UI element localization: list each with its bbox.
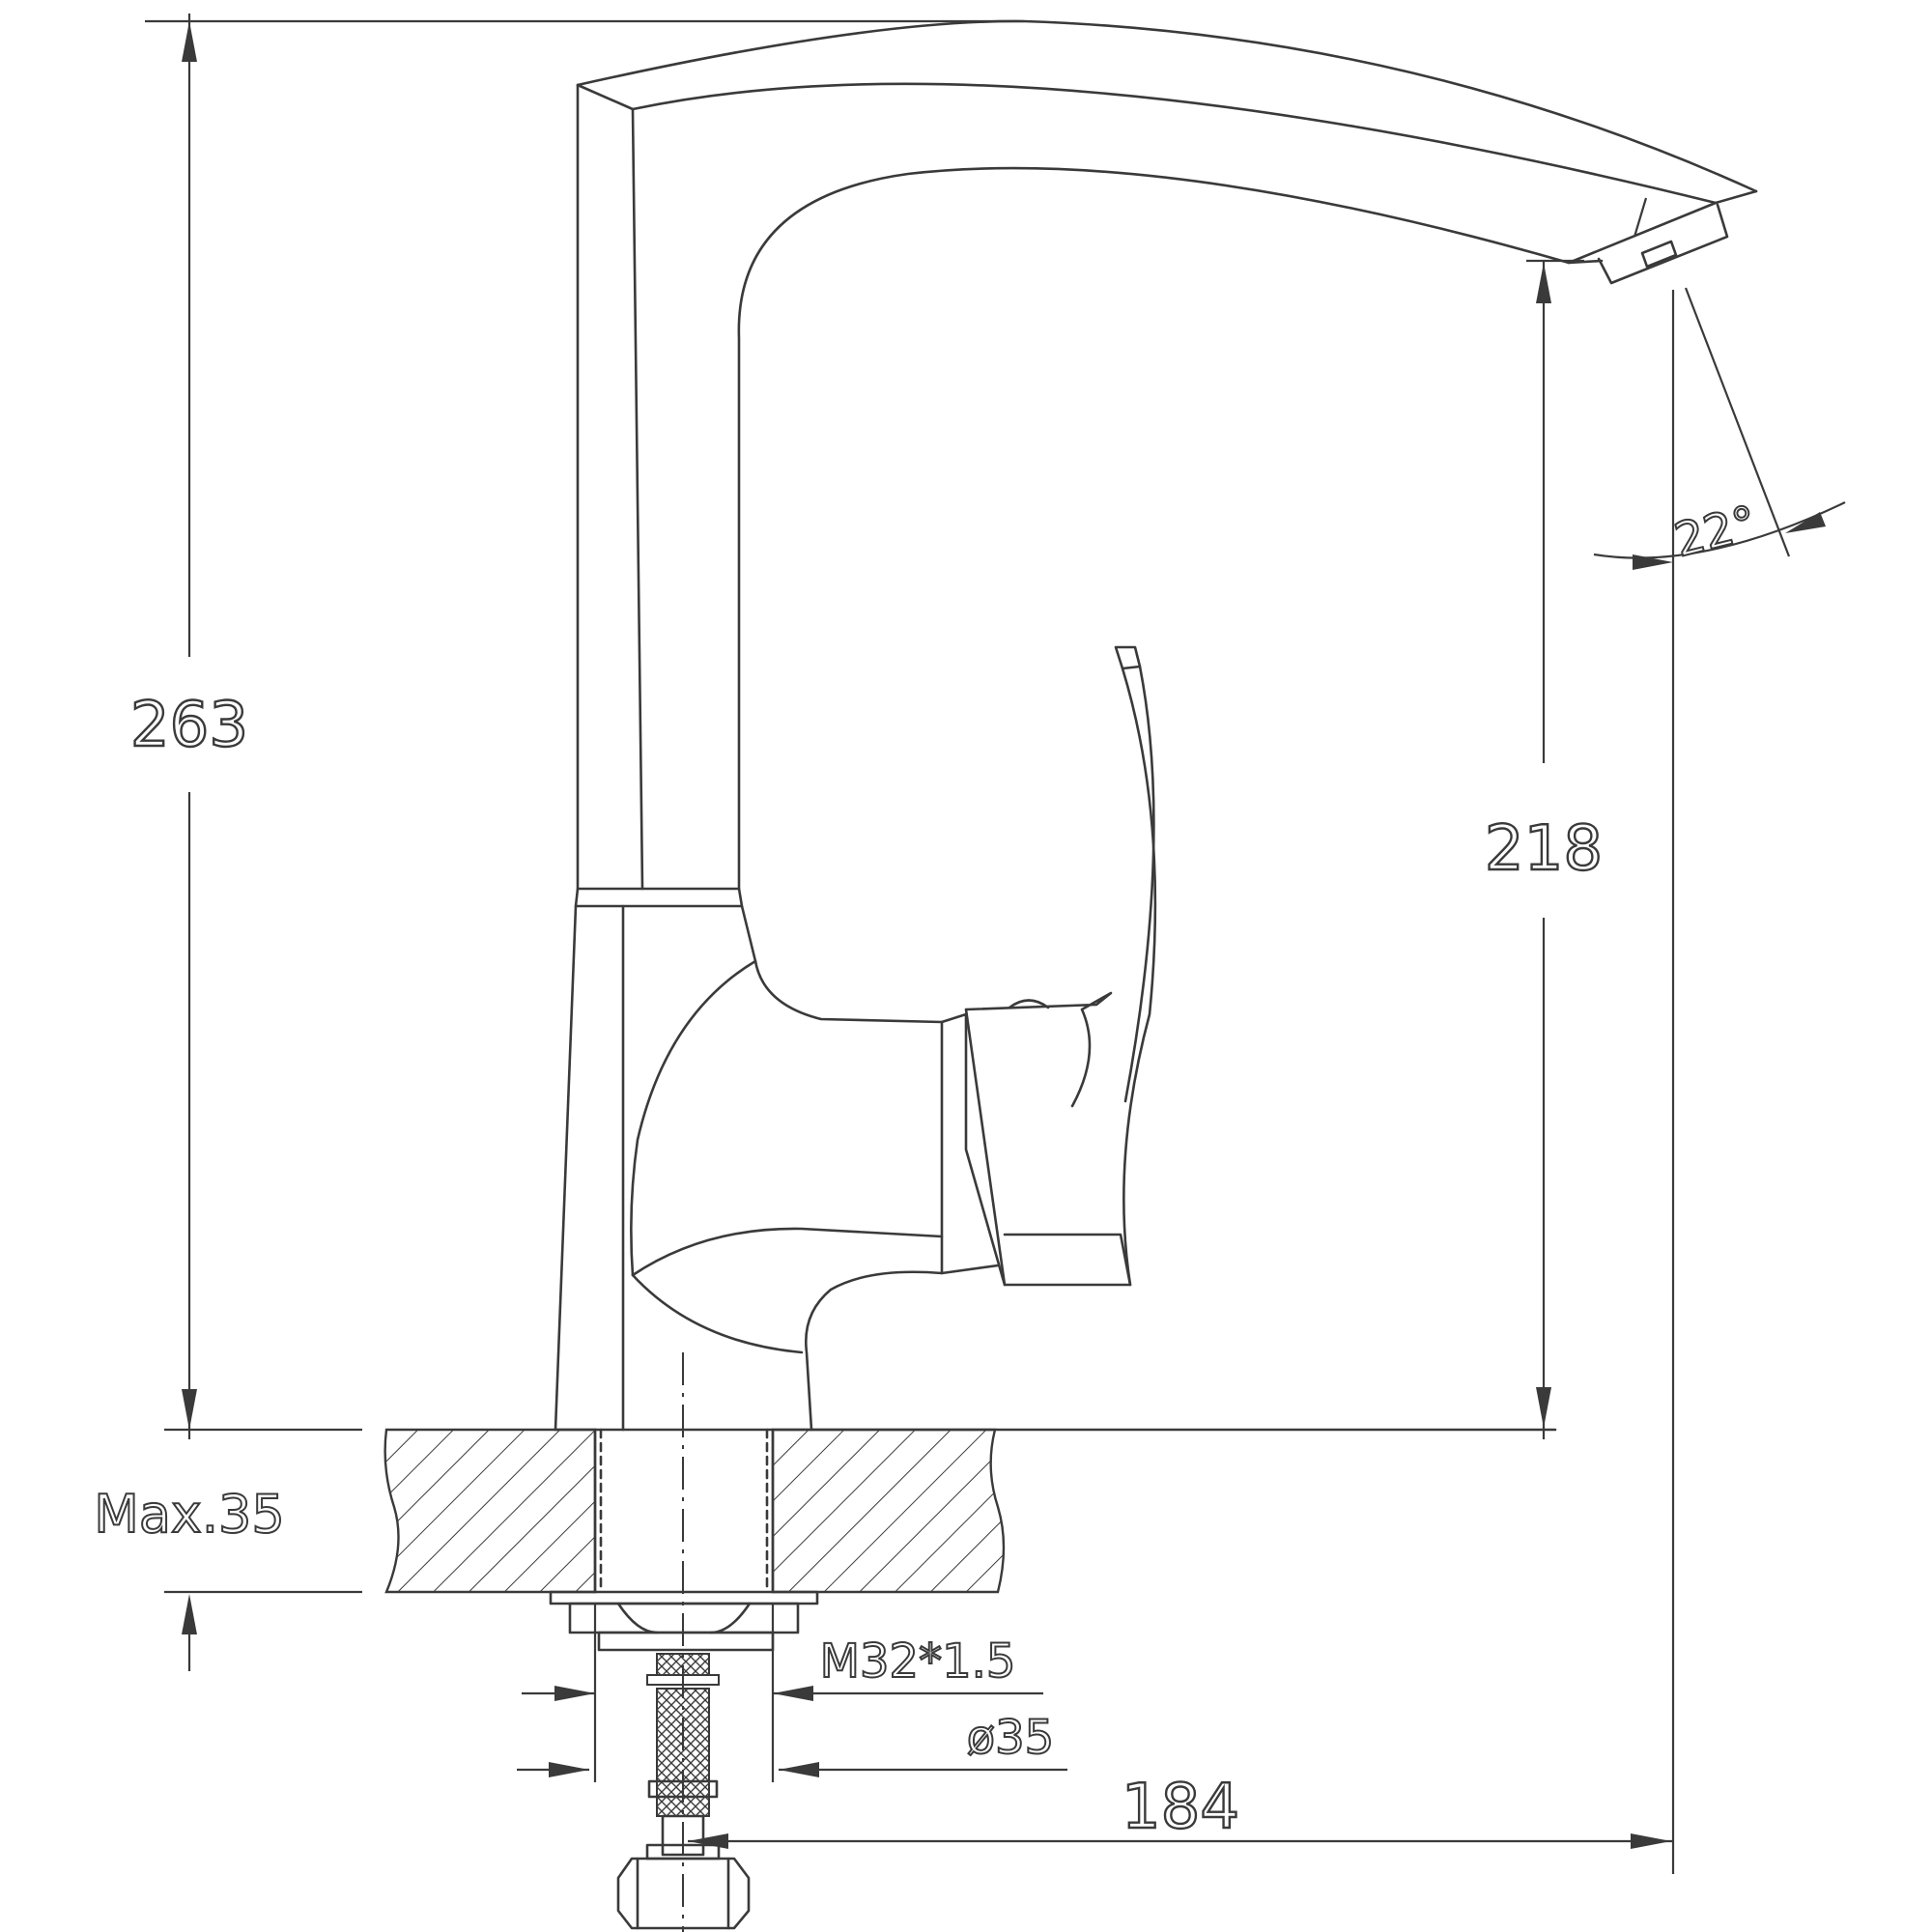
countertop-section	[384, 1428, 1006, 1594]
dimension-spout-angle: 22°	[1593, 197, 1846, 570]
dim-label-max-thickness: Max.35	[94, 1484, 285, 1545]
dim-label-spout-height: 218	[1485, 813, 1603, 885]
dimension-spout-reach: 184	[688, 290, 1675, 1874]
faucet-lever-handle	[964, 645, 1157, 1287]
dimension-max-thickness: Max.35	[93, 1483, 362, 1671]
dim-label-overall-height: 263	[130, 690, 248, 761]
mounting-nut	[549, 1590, 819, 1652]
dim-label-spout-reach: 184	[1122, 1772, 1239, 1843]
faucet-spout	[574, 19, 1758, 908]
dim-label-spout-angle: 22°	[1669, 496, 1762, 568]
dimension-spout-height: 218	[1484, 259, 1604, 1439]
dim-label-hole-diameter: ø35	[967, 1711, 1054, 1765]
faucet-mixer-body	[554, 904, 1007, 1432]
dimension-overall-height: 263	[129, 14, 1024, 1439]
dimension-hole-diameter: ø35	[517, 1710, 1067, 1777]
dimension-thread: M32*1.5	[522, 1604, 1043, 1782]
dim-label-thread: M32*1.5	[820, 1634, 1016, 1689]
